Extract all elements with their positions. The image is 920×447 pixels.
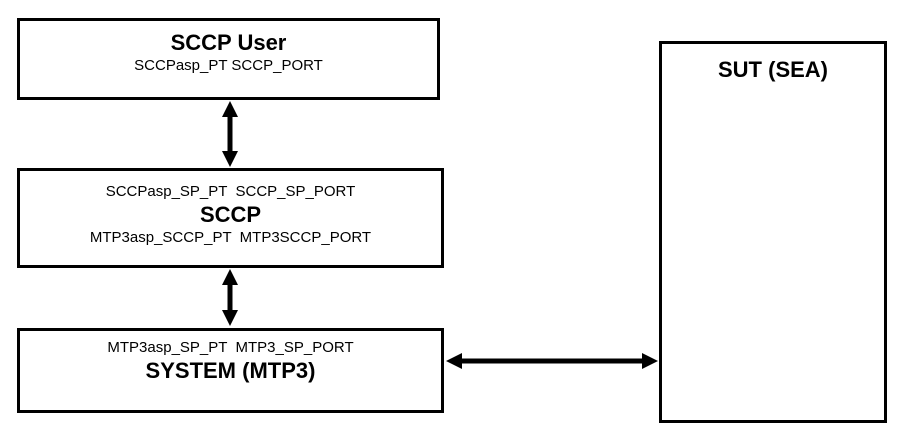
- sccp-user-ports-label: SCCPasp_PT SCCP_PORT: [134, 57, 323, 74]
- sut-title: SUT (SEA): [718, 57, 828, 82]
- sccp-lower-ports-label: MTP3asp_SCCP_PT MTP3SCCP_PORT: [89, 229, 372, 246]
- box-sut: SUT (SEA): [659, 41, 887, 423]
- box-system-mtp3: MTP3asp_SP_PT MTP3_SP_PORT SYSTEM (MTP3): [17, 328, 444, 413]
- box-sccp-user: SCCP User SCCPasp_PT SCCP_PORT: [17, 18, 440, 100]
- system-mtp3-ports-label: MTP3asp_SP_PT MTP3_SP_PORT: [107, 339, 354, 356]
- sccp-title: SCCP: [199, 202, 262, 227]
- box-sccp: SCCPasp_SP_PT SCCP_SP_PORT SCCP MTP3asp_…: [17, 168, 444, 268]
- double-arrow-sccp-system-icon: [222, 269, 238, 326]
- double-arrow-sccpuser-sccp-icon: [222, 101, 238, 167]
- sccp-user-title: SCCP User: [170, 30, 287, 55]
- sccp-upper-ports-label: SCCPasp_SP_PT SCCP_SP_PORT: [105, 183, 356, 200]
- system-mtp3-title: SYSTEM (MTP3): [145, 358, 316, 383]
- double-arrow-system-sut-icon: [446, 353, 658, 369]
